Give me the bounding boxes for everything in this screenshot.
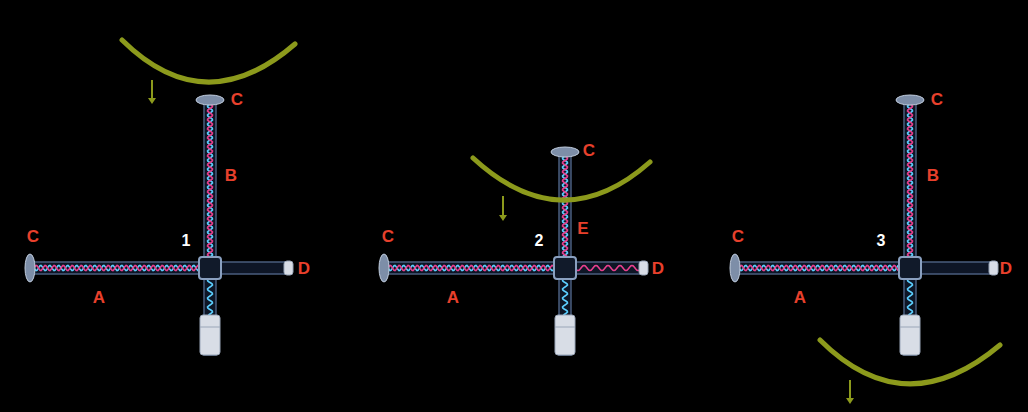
light-wave	[908, 278, 913, 315]
part-label: C	[382, 228, 394, 245]
part-label: A	[447, 289, 459, 306]
mirror	[730, 254, 740, 282]
part-label: C	[583, 142, 595, 159]
part-label: C	[231, 91, 243, 108]
mirror	[379, 254, 389, 282]
laser	[200, 327, 220, 328]
part-label: B	[225, 167, 237, 184]
light-wave	[739, 266, 900, 271]
direction-arrow	[502, 196, 504, 216]
laser	[900, 315, 920, 355]
light-wave	[208, 104, 213, 258]
light-wave	[575, 266, 639, 271]
laser	[555, 327, 575, 328]
direction-arrow	[499, 215, 507, 221]
light-wave	[563, 156, 568, 258]
beam-splitter	[899, 257, 921, 279]
mirror	[196, 95, 224, 105]
light-wave	[908, 104, 913, 258]
detector	[989, 261, 998, 275]
light-wave	[388, 266, 555, 271]
detector	[284, 261, 293, 275]
light-wave	[563, 278, 568, 315]
light-wave	[563, 156, 568, 258]
direction-arrow	[849, 380, 851, 399]
light-wave	[34, 266, 200, 271]
part-label: A	[93, 289, 105, 306]
beam-splitter	[199, 257, 221, 279]
part-label: C	[732, 228, 744, 245]
laser	[555, 315, 575, 355]
light-wave	[739, 266, 900, 271]
callout-number: 2	[535, 233, 544, 249]
detector	[639, 261, 648, 275]
direction-arrow	[148, 98, 156, 104]
part-label: C	[27, 228, 39, 245]
part-label: C	[931, 91, 943, 108]
beam-splitter	[554, 257, 576, 279]
arm-tube	[30, 262, 290, 274]
gravitational-wave	[473, 158, 650, 200]
light-wave	[34, 266, 200, 271]
arm-tube	[735, 262, 995, 274]
laser	[200, 315, 220, 355]
direction-arrow	[846, 398, 854, 404]
part-label: E	[577, 220, 588, 237]
light-wave	[208, 104, 213, 258]
part-label: D	[298, 260, 310, 277]
mirror	[25, 254, 35, 282]
direction-arrow	[151, 80, 153, 99]
part-label: D	[652, 260, 664, 277]
part-label: B	[927, 167, 939, 184]
callout-number: 1	[182, 233, 191, 249]
light-wave	[388, 266, 555, 271]
light-wave	[208, 278, 213, 315]
callout-number: 3	[877, 233, 886, 249]
arm-tube	[384, 262, 645, 274]
mirror	[551, 147, 579, 157]
light-wave	[908, 104, 913, 258]
mirror	[896, 95, 924, 105]
part-label: D	[1000, 260, 1012, 277]
gravitational-wave	[820, 340, 1000, 384]
part-label: A	[794, 289, 806, 306]
gravitational-wave	[122, 40, 295, 82]
laser	[900, 327, 920, 328]
